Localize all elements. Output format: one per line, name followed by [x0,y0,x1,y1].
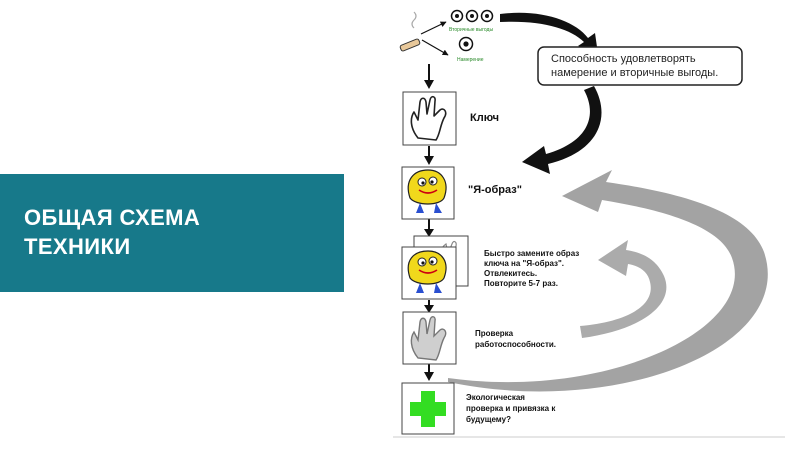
secondary-benefits-label: Вторичные выгоды [449,27,493,33]
green-plus-icon [410,391,446,427]
hand-gesture-icon [410,95,447,141]
slide-title-line1: ОБЩАЯ СХЕМА [24,205,201,230]
swap-line1: Быстро замените образ [484,249,579,258]
swap-line2: ключа на "Я-образ". [484,259,564,268]
swap-line4: Повторите 5-7 раз. [484,279,558,288]
cigarette-icon [399,11,421,52]
step-self-image-label: "Я-образ" [468,184,522,196]
eco-line2: проверка и привязка к [466,404,556,413]
capability-callout [537,46,743,86]
small-return-swoosh [580,240,667,338]
callout-line1: Способность удовлетворять [551,53,696,65]
bottom-divider [393,436,785,438]
step-key-label: Ключ [470,112,499,124]
arrow-to-intention [421,39,449,56]
eco-line1: Экологическая [466,393,525,402]
secondary-benefits-targets [450,9,494,23]
intention-label: Намерение [457,57,484,63]
arrow-callout-to-self-image [522,86,602,174]
gray-hand-icon [410,316,447,361]
slide-title-line2: ТЕХНИКИ [24,234,131,259]
slide-title: ОБЩАЯ СХЕМА ТЕХНИКИ [24,203,200,261]
intention-target [458,36,474,52]
cartoon-character-icon-small [407,250,447,293]
arrow-to-benefits [420,21,447,35]
check-line2: работоспособности. [475,340,556,349]
cartoon-character-icon [407,169,447,213]
flow-arrows [424,64,434,381]
eco-line3: будущему? [466,415,511,424]
title-banner: ОБЩАЯ СХЕМА ТЕХНИКИ [0,174,344,292]
swap-line3: Отвлекитесь. [484,269,537,278]
check-line1: Проверка [475,329,514,338]
callout-line2: намерение и вторичные выгоды. [551,67,718,79]
